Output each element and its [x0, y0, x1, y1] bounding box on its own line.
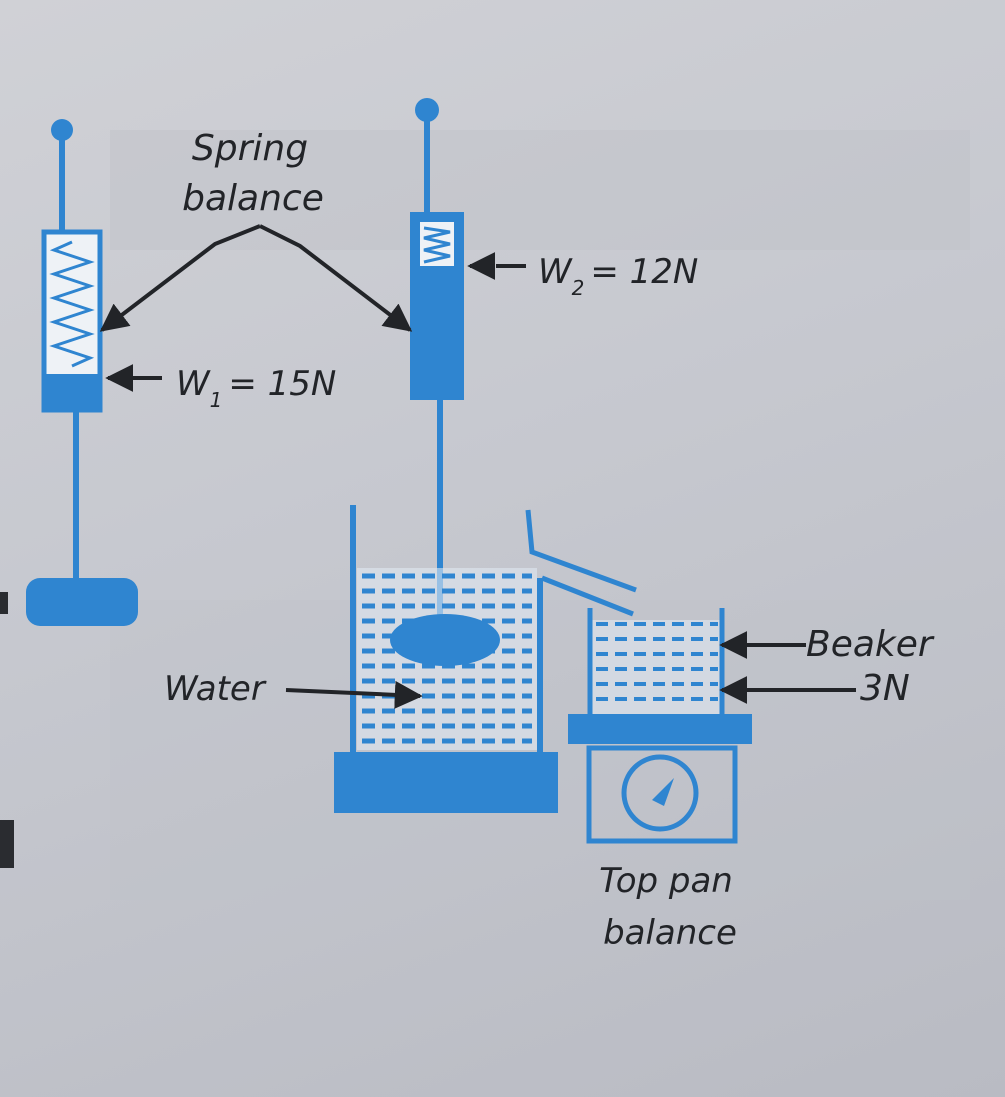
bottom-rod-right — [437, 398, 443, 616]
top-rod-right — [424, 118, 430, 213]
page-edge-mark-1 — [0, 592, 8, 614]
spring-coil-right — [423, 226, 451, 264]
beaker-label: Beaker — [806, 624, 935, 665]
pointer-to-right-balance — [259, 224, 413, 332]
water-label-group: Water — [164, 669, 423, 709]
w1-label: W1= 15N — [176, 364, 336, 412]
balance-pan — [568, 714, 752, 744]
spring-balance-label: Spring balance — [99, 128, 413, 332]
page-edge-mark-2 — [0, 820, 14, 868]
w1-reading: W1= 15N — [105, 364, 336, 412]
top-pan-balance-label-line1: Top pan — [599, 861, 733, 901]
spring-balance-in-water — [410, 98, 464, 616]
spring-balance-label-line2: balance — [182, 178, 324, 219]
bottom-rod-left — [73, 410, 79, 582]
overflow-spout — [525, 509, 637, 593]
beaker-label-group: Beaker 3N — [719, 624, 935, 709]
hook-ring-left — [51, 119, 73, 141]
hook-ring-right — [415, 98, 439, 122]
top-pan-balance-label-line2: balance — [603, 913, 737, 953]
w2-label: W2= 12N — [538, 252, 698, 300]
hanging-weight-in-air — [26, 578, 138, 626]
w2-reading: W2= 12N — [467, 252, 698, 300]
balance-body — [586, 745, 738, 844]
overflow-spout-lip — [541, 575, 634, 617]
water-arrow — [285, 680, 423, 709]
beaker-weight-label: 3N — [860, 668, 910, 709]
water-label: Water — [164, 669, 267, 709]
spring-balance-label-line1: Spring — [192, 128, 308, 169]
top-pan-balance-label: Top pan balance — [599, 861, 737, 953]
spring-balance-in-air — [26, 119, 138, 626]
immersed-object — [390, 614, 500, 666]
catch-beaker-on-balance — [568, 608, 752, 844]
beaker-water-dashes — [596, 622, 718, 701]
pointer-to-left-balance — [99, 224, 261, 332]
dial-needle — [652, 778, 674, 806]
balance-dial — [621, 754, 699, 832]
can-stand — [334, 752, 558, 813]
spring-coil-left — [49, 240, 95, 368]
pointer-block-left — [44, 374, 100, 412]
top-rod-left — [59, 138, 65, 233]
